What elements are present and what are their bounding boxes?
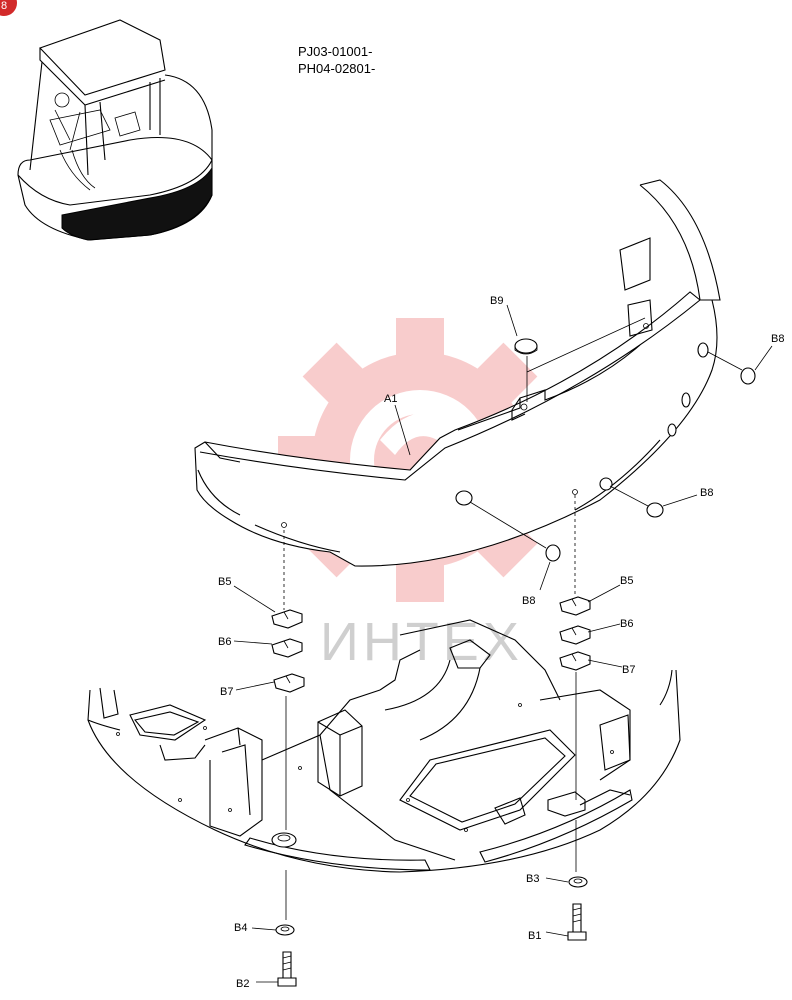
plug-b9	[514, 338, 538, 354]
page-badge-icon: 8	[0, 0, 17, 16]
callout-b6-left: B6	[218, 636, 231, 648]
bolt-b2	[256, 951, 297, 987]
callout-b8-middle: B8	[700, 487, 713, 499]
svg-text:8: 8	[1, 0, 7, 12]
callout-b4: B4	[234, 922, 247, 934]
bolt-b1	[545, 903, 587, 941]
plug-b8-lower	[469, 501, 561, 591]
watermark-text: ИНТЕХ	[320, 612, 523, 672]
plug-b8-middle	[609, 485, 698, 518]
callout-b5-left: B5	[218, 576, 231, 588]
callout-b7-right: B7	[622, 664, 635, 676]
upper-frame	[87, 619, 681, 873]
callout-b8-right: B8	[771, 333, 784, 345]
callout-b9: B9	[490, 295, 503, 307]
serial-line-1: PJ03-01001-	[298, 44, 372, 59]
callout-b5-right: B5	[620, 575, 633, 587]
shim-stack-left	[233, 585, 305, 693]
callout-b3: B3	[526, 873, 539, 885]
callout-b2: B2	[236, 978, 249, 990]
callout-b6-right: B6	[620, 618, 633, 630]
plug-b8-right	[707, 345, 773, 385]
shim-stack-right	[559, 584, 623, 671]
excavator-thumbnail	[17, 19, 213, 241]
callout-a1: A1	[384, 393, 397, 405]
washer-b4	[251, 924, 295, 936]
callout-b8-lower: B8	[522, 595, 535, 607]
washer-b3	[545, 876, 588, 888]
callout-b7-left: B7	[220, 686, 233, 698]
callout-b1: B1	[528, 930, 541, 942]
counterweight-a1	[194, 179, 721, 567]
serial-line-2: PH04-02801-	[298, 61, 375, 76]
